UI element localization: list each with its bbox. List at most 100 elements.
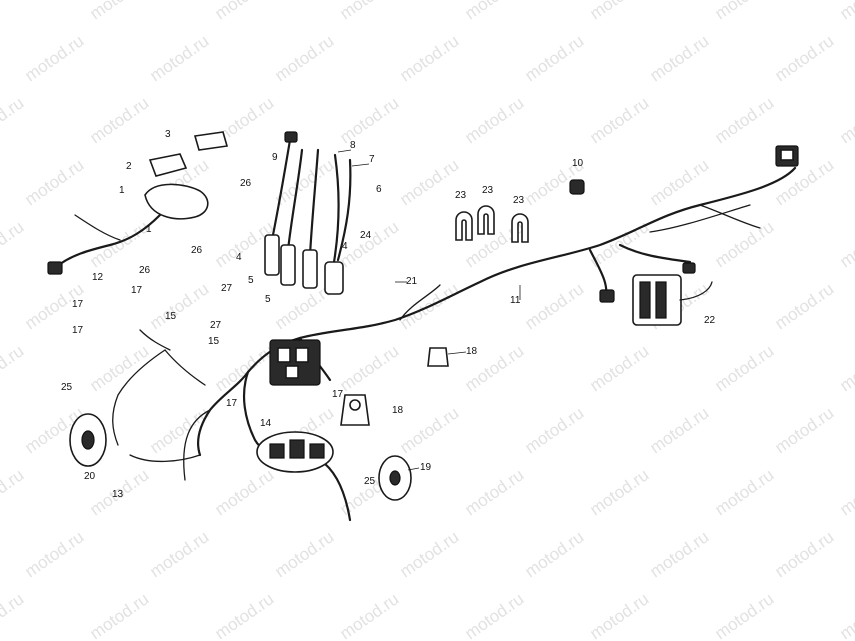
connector-10 — [569, 179, 585, 195]
callout-c11: 11 — [510, 295, 521, 306]
watermark-text: motod.ru — [836, 0, 855, 23]
callout-c15b: 15 — [208, 336, 220, 347]
callout-c19: 19 — [420, 462, 432, 473]
callout-c17a: 17 — [131, 285, 143, 296]
watermark-text: motod.ru — [586, 465, 652, 519]
watermark-text: motod.ru — [396, 155, 462, 209]
callout-c5a: 5 — [248, 275, 254, 286]
callout-c26a: 26 — [240, 178, 252, 189]
watermark-text: motod.ru — [146, 31, 212, 85]
watermark-text: motod.ru — [146, 527, 212, 581]
watermark-text: motod.ru — [336, 0, 402, 23]
watermark-text: motod.ru — [0, 341, 27, 395]
callout-c20: 20 — [84, 471, 96, 482]
watermark-text: motod.ru — [146, 279, 212, 333]
watermark-text: motod.ru — [0, 465, 27, 519]
watermark-text: motod.ru — [521, 31, 587, 85]
callout-c21: 21 — [406, 276, 418, 287]
callout-c1: 1 — [119, 185, 125, 196]
callout-c17d: 17 — [226, 398, 238, 409]
callout-c2: 2 — [126, 161, 132, 172]
watermark-text: motod.ru — [711, 341, 777, 395]
callout-c18b: 18 — [392, 405, 404, 416]
watermark-text: motod.ru — [396, 527, 462, 581]
watermark-text: motod.ru — [521, 279, 587, 333]
callout-c14: 14 — [260, 418, 272, 429]
junction-block-14 — [256, 431, 334, 473]
callout-c27a: 27 — [221, 283, 233, 294]
watermark-text: motod.ru — [521, 403, 587, 457]
watermark-text: motod.ru — [586, 341, 652, 395]
watermark-text: motod.ru — [271, 31, 337, 85]
watermark-text: motod.ru — [646, 527, 712, 581]
watermark-text: motod.ru — [0, 217, 27, 271]
watermark-text: motod.ru — [461, 0, 527, 23]
watermark-text: motod.ru — [711, 0, 777, 23]
watermark-text: motod.ru — [146, 403, 212, 457]
watermark-text: motod.ru — [836, 589, 855, 641]
watermark-text: motod.ru — [21, 31, 87, 85]
callout-c4b: 4 — [342, 241, 348, 252]
callout-c26c: 26 — [139, 265, 151, 276]
watermark-text: motod.ru — [711, 217, 777, 271]
callout-c25a: 25 — [61, 382, 73, 393]
horn-right-19 — [378, 455, 412, 501]
callout-c15a: 15 — [165, 311, 177, 322]
watermark-text: motod.ru — [336, 589, 402, 641]
watermark-text: motod.ru — [336, 341, 402, 395]
watermark-text: motod.ru — [771, 31, 837, 85]
watermark-text: motod.ru — [211, 0, 277, 23]
watermark-text: motod.ru — [396, 31, 462, 85]
callout-c23c: 23 — [513, 195, 525, 206]
callout-c24: 24 — [360, 230, 372, 241]
callout-c26b: 26 — [191, 245, 203, 256]
watermark-text: motod.ru — [646, 155, 712, 209]
watermark-text: motod.ru — [86, 0, 152, 23]
watermark-text: motod.ru — [211, 465, 277, 519]
watermark-text: motod.ru — [521, 527, 587, 581]
watermark-text: motod.ru — [586, 0, 652, 23]
watermark-text: motod.ru — [711, 465, 777, 519]
relay-block-22 — [599, 262, 713, 326]
watermark-text: motod.ru — [0, 0, 27, 23]
watermark-text: motod.ru — [21, 155, 87, 209]
watermark-text: motod.ru — [461, 589, 527, 641]
watermark-text: motod.ru — [771, 527, 837, 581]
watermark-text: motod.ru — [646, 403, 712, 457]
callout-c22: 22 — [704, 315, 716, 326]
watermark-text: motod.ru — [586, 589, 652, 641]
clamps-23 — [455, 205, 529, 243]
callout-c17c: 17 — [72, 325, 84, 336]
callout-c7: 7 — [369, 154, 375, 165]
watermark-text: motod.ru — [461, 93, 527, 147]
spark-plug-leads — [264, 131, 352, 295]
watermark-text: motod.ru — [836, 217, 855, 271]
central-junction-block — [269, 339, 321, 386]
main-connector-top-right — [775, 145, 799, 167]
callout-labels: 1 2 3 1 9 8 7 6 10 26 26 26 4 4 12 24 23… — [61, 129, 716, 500]
callout-c9: 9 — [272, 152, 278, 163]
callout-c1b: 1 — [146, 224, 152, 235]
callout-c23b: 23 — [482, 185, 494, 196]
watermark-text: motod.ru — [771, 279, 837, 333]
watermark-text: motod.ru — [86, 93, 152, 147]
callout-c3: 3 — [165, 129, 171, 140]
bracket-18 — [340, 347, 449, 426]
watermark-text: motod.ru — [211, 589, 277, 641]
watermark-text: motod.ru — [586, 93, 652, 147]
watermark-text: motod.ru — [836, 93, 855, 147]
watermark-text: motod.ru — [461, 465, 527, 519]
callout-c23a: 23 — [455, 190, 467, 201]
callout-c6: 6 — [376, 184, 382, 195]
callout-c13: 13 — [112, 489, 124, 500]
watermark-text: motod.ru — [271, 155, 337, 209]
callout-c5b: 5 — [265, 294, 271, 305]
left-handlebar-switch-assembly — [47, 131, 229, 275]
callout-c10: 10 — [572, 158, 584, 169]
callout-c17b: 17 — [72, 299, 84, 310]
callout-c8: 8 — [350, 140, 356, 151]
watermark-text: motod.ru — [271, 527, 337, 581]
callout-c17e: 17 — [332, 389, 344, 400]
